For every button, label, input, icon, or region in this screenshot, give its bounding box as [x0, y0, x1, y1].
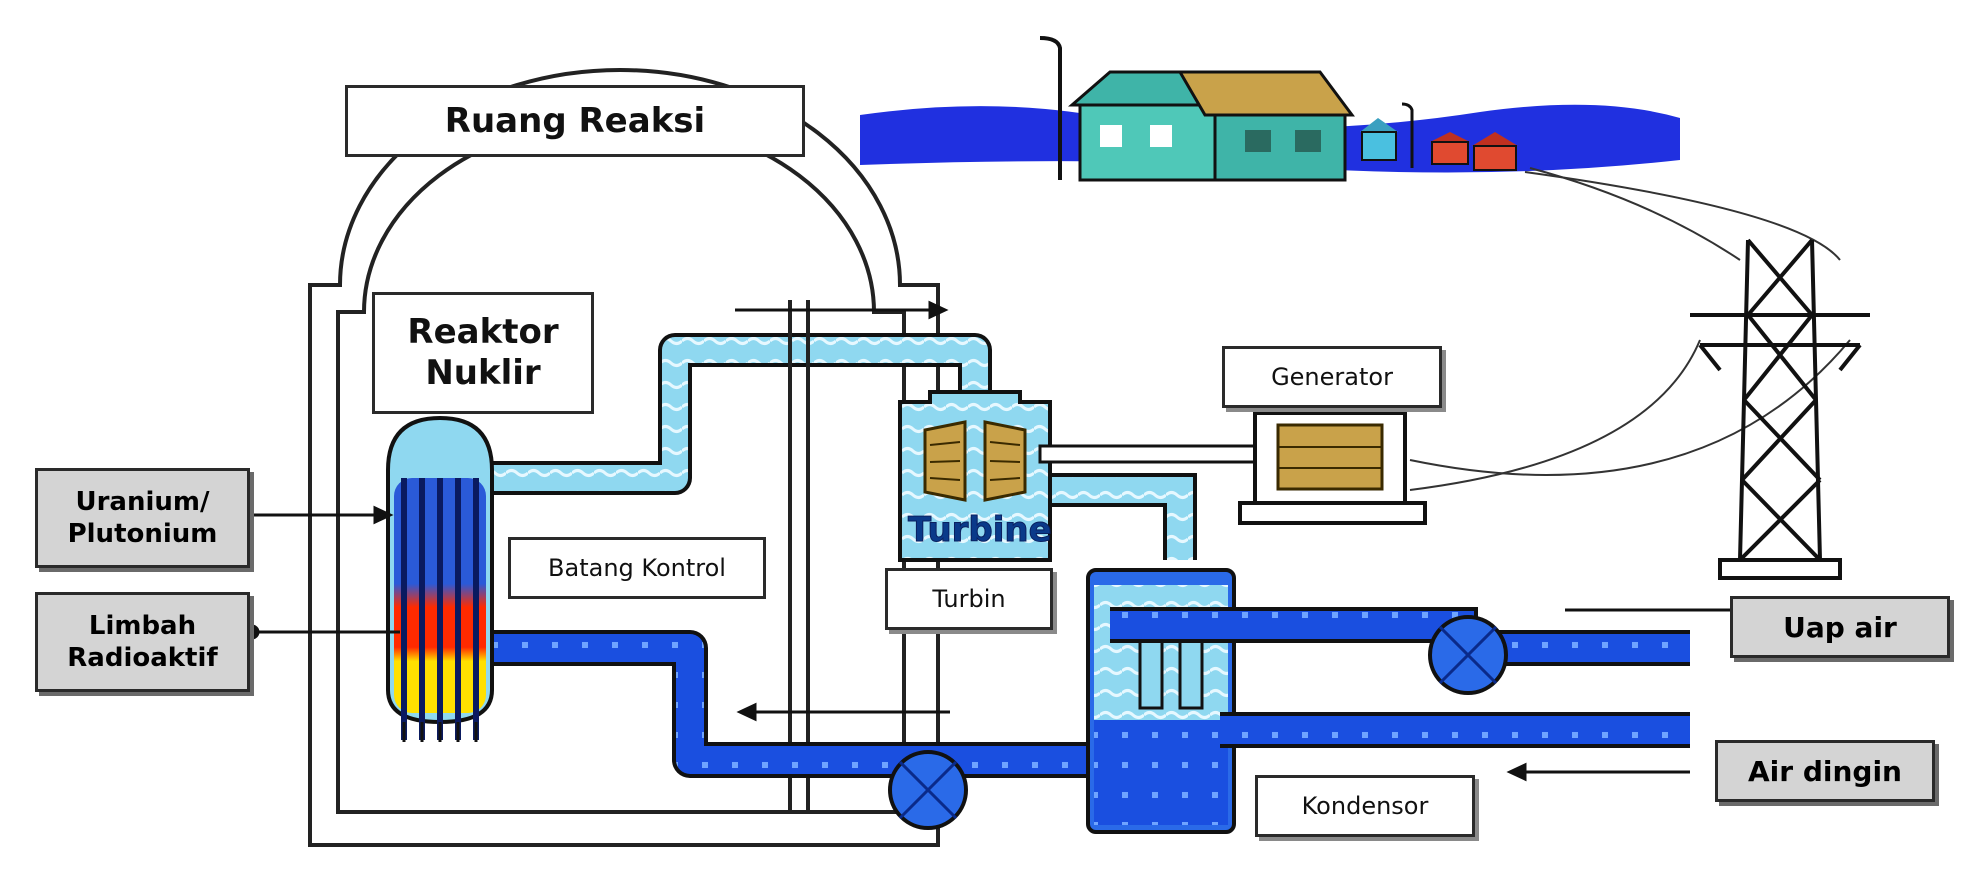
label-batang-kontrol-text: Batang Kontrol — [548, 554, 726, 582]
generator — [1238, 411, 1427, 525]
label-batang-kontrol: Batang Kontrol — [508, 537, 766, 599]
label-air-dingin-text: Air dingin — [1748, 754, 1902, 788]
label-reaktor-line2: Nuklir — [425, 353, 541, 393]
house-icon — [1360, 118, 1398, 161]
label-uap-air-text: Uap air — [1783, 610, 1897, 644]
label-reaktor-nuklir: Reaktor Nuklir — [372, 292, 594, 414]
label-generator: Generator — [1222, 346, 1442, 408]
street-lamp-icon — [1401, 102, 1414, 168]
label-ruang-reaksi: Ruang Reaksi — [345, 85, 805, 157]
label-limbah-line2: Radioaktif — [67, 643, 218, 673]
street-lamp-icon — [1039, 36, 1062, 180]
label-turbin-text: Turbin — [932, 585, 1006, 613]
label-uap-air: Uap air — [1730, 596, 1950, 658]
label-ruang-reaksi-text: Ruang Reaksi — [444, 101, 706, 141]
label-turbin: Turbin — [885, 568, 1053, 630]
turbine-drawing-text: Turbine — [908, 510, 1053, 551]
label-uranium-line2: Plutonium — [67, 519, 218, 549]
label-reaktor-line1: Reaktor — [407, 312, 559, 353]
reactor-vessel — [386, 415, 494, 742]
steam-pipe — [470, 333, 992, 495]
label-uranium-line1: Uranium/ — [75, 486, 210, 517]
wall-conduit — [788, 300, 810, 812]
label-generator-text: Generator — [1271, 363, 1393, 391]
label-limbah-line1: Limbah — [88, 610, 197, 641]
label-kondensor: Kondensor — [1255, 775, 1475, 837]
turbine-shaft — [1038, 444, 1272, 464]
house-icon — [1067, 70, 1355, 182]
house-icon — [1430, 132, 1518, 171]
town-scene — [860, 36, 1680, 182]
label-uranium-plutonium: Uranium/ Plutonium — [35, 468, 250, 568]
label-limbah-radioaktif: Limbah Radioaktif — [35, 592, 250, 692]
pump-icon — [888, 750, 968, 830]
turbine — [898, 390, 1052, 562]
transmission-tower-icon — [1690, 238, 1870, 580]
pump-icon — [1428, 615, 1508, 695]
label-kondensor-text: Kondensor — [1301, 792, 1429, 820]
label-air-dingin: Air dingin — [1715, 740, 1935, 802]
water-return-pipe — [470, 630, 1100, 778]
exhaust-pipe — [1050, 473, 1197, 560]
